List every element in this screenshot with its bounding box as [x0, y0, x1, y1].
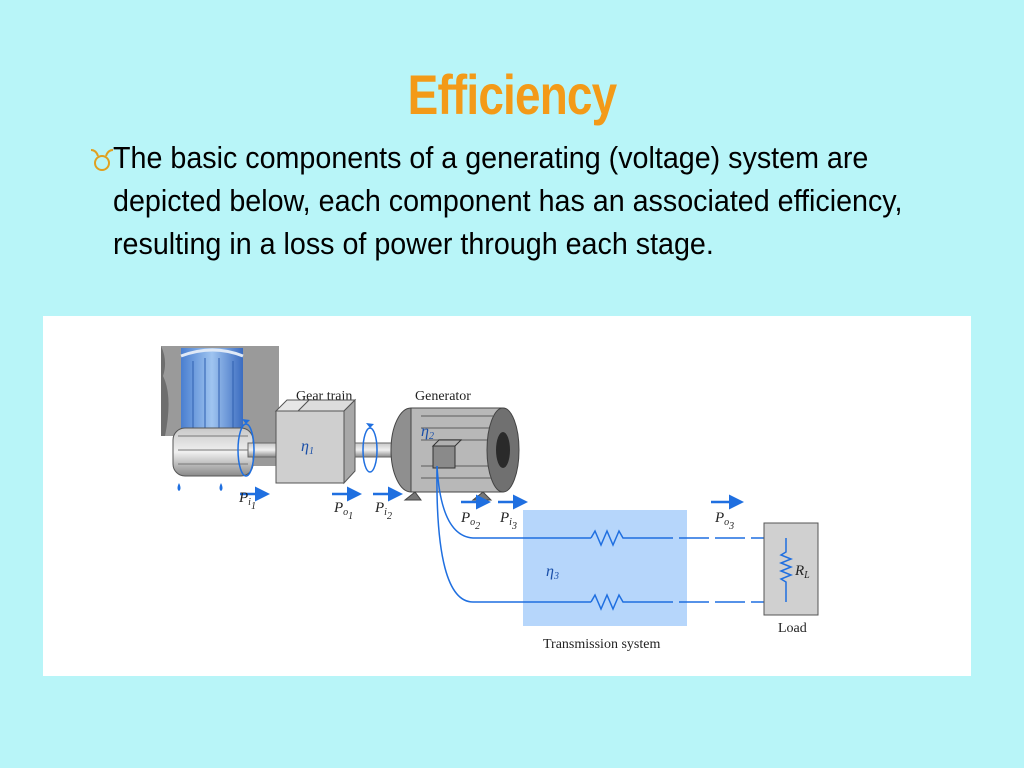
- power-label-pi2: Pi2: [374, 500, 392, 522]
- slide-title: Efficiency: [407, 63, 618, 126]
- generating-system-figure: Gear train η1 Generator: [43, 316, 971, 676]
- power-label-pi1: Pi1: [238, 490, 256, 512]
- power-label-po3: Po3: [714, 510, 734, 532]
- gear-train-box: [274, 398, 357, 485]
- eta2-symbol: η2: [421, 423, 434, 442]
- load-box: [763, 522, 819, 616]
- transmission-system-box: [523, 510, 687, 626]
- body-paragraph: The basic components of a generating (vo…: [113, 141, 903, 261]
- rotation-arrow-icon: [362, 423, 378, 473]
- load-label: Load: [778, 621, 807, 636]
- load-resistor-label: RL: [794, 563, 810, 581]
- generator-body: [390, 407, 520, 501]
- power-label-pi3: Pi3: [499, 510, 517, 532]
- taurus-bullet-icon: [90, 149, 114, 171]
- transmission-system-label: Transmission system: [543, 637, 660, 652]
- power-label-po2: Po2: [460, 510, 480, 532]
- generating-system-diagram: Gear train η1 Generator: [161, 346, 819, 652]
- waterfall-turbine: [161, 346, 279, 491]
- power-label-po1: Po1: [333, 500, 353, 522]
- eta3-symbol: η3: [546, 563, 559, 582]
- rotation-arrow-icon: [237, 419, 255, 477]
- generator-label: Generator: [415, 389, 471, 404]
- eta1-symbol: η1: [301, 438, 314, 457]
- transmission-wires: [436, 465, 794, 611]
- load-resistor-icon: [778, 538, 794, 602]
